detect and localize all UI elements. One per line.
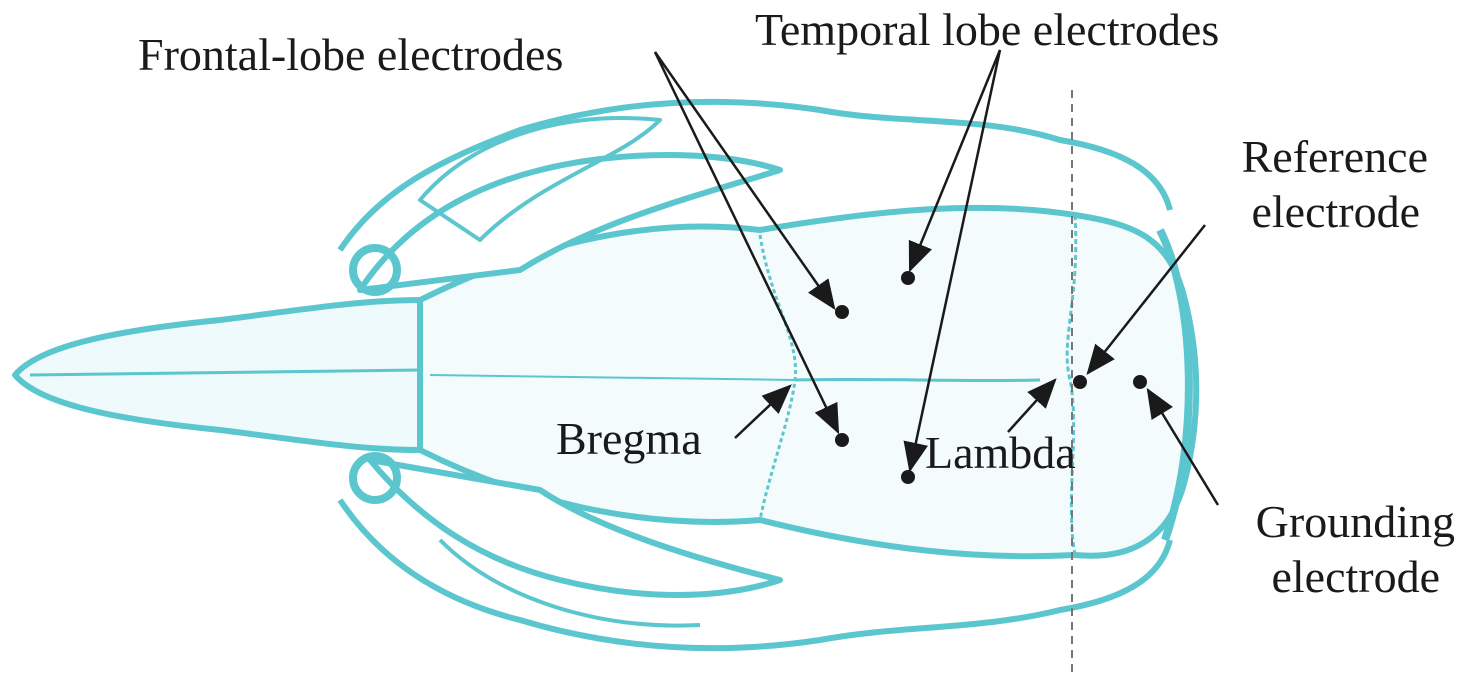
- grounding-electrode: [1133, 375, 1147, 389]
- lambda-label: Lambda: [925, 427, 1076, 478]
- bregma-label: Bregma: [556, 413, 702, 464]
- lambda-arrow: [1007, 378, 1057, 433]
- grounding-arrow: [1146, 387, 1220, 506]
- temporal-arrow-upper: [908, 49, 1002, 273]
- grounding-label-line2: electrode: [1271, 551, 1440, 602]
- frontal-arrow-lower: [653, 51, 840, 435]
- temporal-label: Temporal lobe electrodes: [755, 4, 1219, 55]
- reference-label-line1: Reference: [1242, 131, 1428, 182]
- frontal-electrode-lower: [835, 433, 849, 447]
- grounding-label-line1: Grounding: [1256, 496, 1455, 547]
- frontal-electrode-upper: [835, 305, 849, 319]
- skull-illustration: [12, 98, 1200, 652]
- frontal-label: Frontal-lobe electrodes: [138, 29, 563, 80]
- reference-arrow: [1086, 224, 1206, 375]
- temporal-arrow-lower: [903, 49, 1002, 473]
- reference-label-line2: electrode: [1251, 186, 1420, 237]
- electrodes: [835, 271, 1147, 484]
- frontal-arrow-upper: [653, 51, 836, 311]
- arrows: [653, 49, 1220, 506]
- temporal-electrode-upper: [901, 271, 915, 285]
- temporal-electrode-lower: [901, 470, 915, 484]
- reference-electrode: [1073, 375, 1087, 389]
- bregma-arrow: [734, 384, 792, 439]
